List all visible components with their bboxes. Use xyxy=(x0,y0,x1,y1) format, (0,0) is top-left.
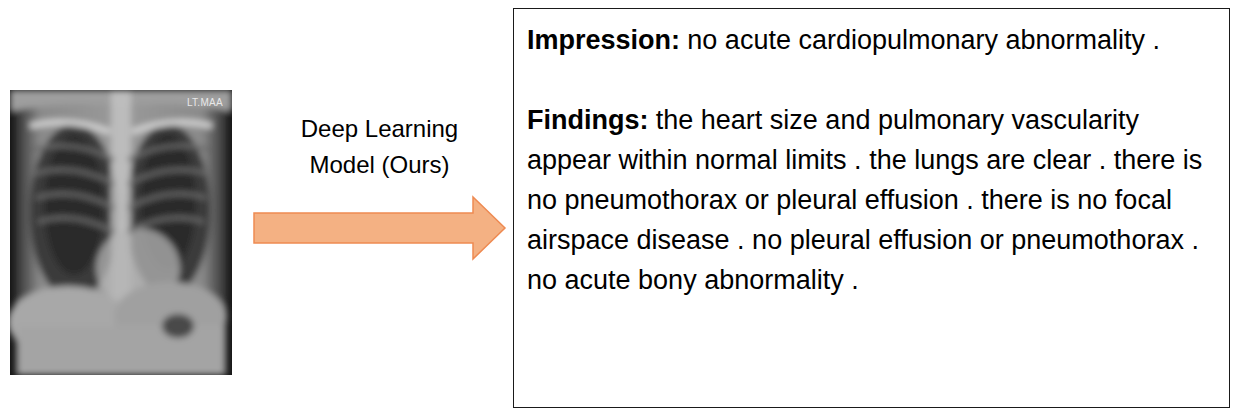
block-arrow xyxy=(254,197,505,259)
film-marker: LT.MAA xyxy=(187,97,223,108)
xray-frame: LT.MAA xyxy=(10,90,232,375)
report-section: Findings:the heart size and pulmonary va… xyxy=(527,101,1215,301)
section-heading: Impression: xyxy=(527,25,680,55)
model-label: Deep Learning Model (Ours) xyxy=(272,111,487,183)
report-box: Impression:no acute cardiopulmonary abno… xyxy=(513,8,1230,408)
report-section: Impression:no acute cardiopulmonary abno… xyxy=(527,21,1215,61)
section-heading: Findings: xyxy=(527,105,648,135)
chest-anatomy xyxy=(10,90,232,375)
section-body: no acute cardiopulmonary abnormality . xyxy=(687,25,1160,55)
chest-xray-image xyxy=(10,90,232,375)
film-ground xyxy=(10,90,232,375)
